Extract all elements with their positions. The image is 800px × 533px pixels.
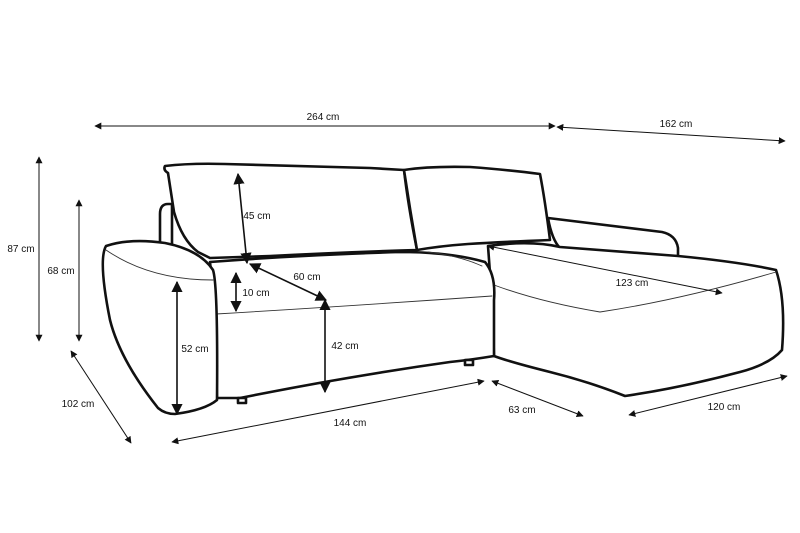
label-chaise-depth: 162 cm	[660, 119, 693, 130]
dim-line-144	[171, 378, 485, 445]
label-chaise-width: 120 cm	[708, 402, 741, 413]
label-cushion-height: 45 cm	[243, 211, 270, 222]
dim-line-102	[70, 350, 132, 444]
label-total-height: 87 cm	[7, 244, 34, 255]
label-front-width: 144 cm	[334, 418, 367, 429]
label-seat-depth: 60 cm	[293, 272, 320, 283]
left-armrest	[101, 239, 219, 416]
armrest-front-edge	[105, 249, 214, 281]
main-seat	[208, 250, 496, 400]
dimension-labels: 264 cm 162 cm 87 cm 68 cm 102 cm 45 cm 6…	[7, 111, 740, 429]
seat-foot-left	[236, 396, 248, 405]
label-chaise-length: 123 cm	[616, 278, 649, 289]
label-back-height: 68 cm	[47, 266, 74, 277]
chaise-front-edge	[493, 271, 777, 313]
dim-line-60	[248, 263, 328, 301]
dim-line-120	[628, 374, 788, 417]
seat-front-edge	[215, 295, 493, 315]
dim-line-63	[491, 379, 584, 418]
label-side-depth: 102 cm	[62, 399, 95, 410]
label-overall-width: 264 cm	[307, 112, 340, 123]
right-back-cushion	[402, 165, 552, 252]
dim-line-162	[556, 123, 786, 145]
dimension-lines	[35, 122, 788, 445]
dim-line-45	[233, 172, 252, 265]
dim-line-123	[487, 243, 723, 296]
seat-cushion-split	[427, 251, 483, 267]
label-bg-264	[303, 111, 343, 122]
seat-foot-right	[463, 358, 475, 367]
chaise-platform	[486, 241, 785, 398]
sofa-drawing	[101, 162, 785, 416]
left-back-cushion	[163, 162, 419, 260]
label-seat-height: 42 cm	[331, 341, 358, 352]
label-armrest-height: 52 cm	[181, 344, 208, 355]
label-seat-thickness: 10 cm	[242, 288, 269, 299]
label-chaise-front: 63 cm	[508, 405, 535, 416]
back-frame	[158, 202, 174, 248]
